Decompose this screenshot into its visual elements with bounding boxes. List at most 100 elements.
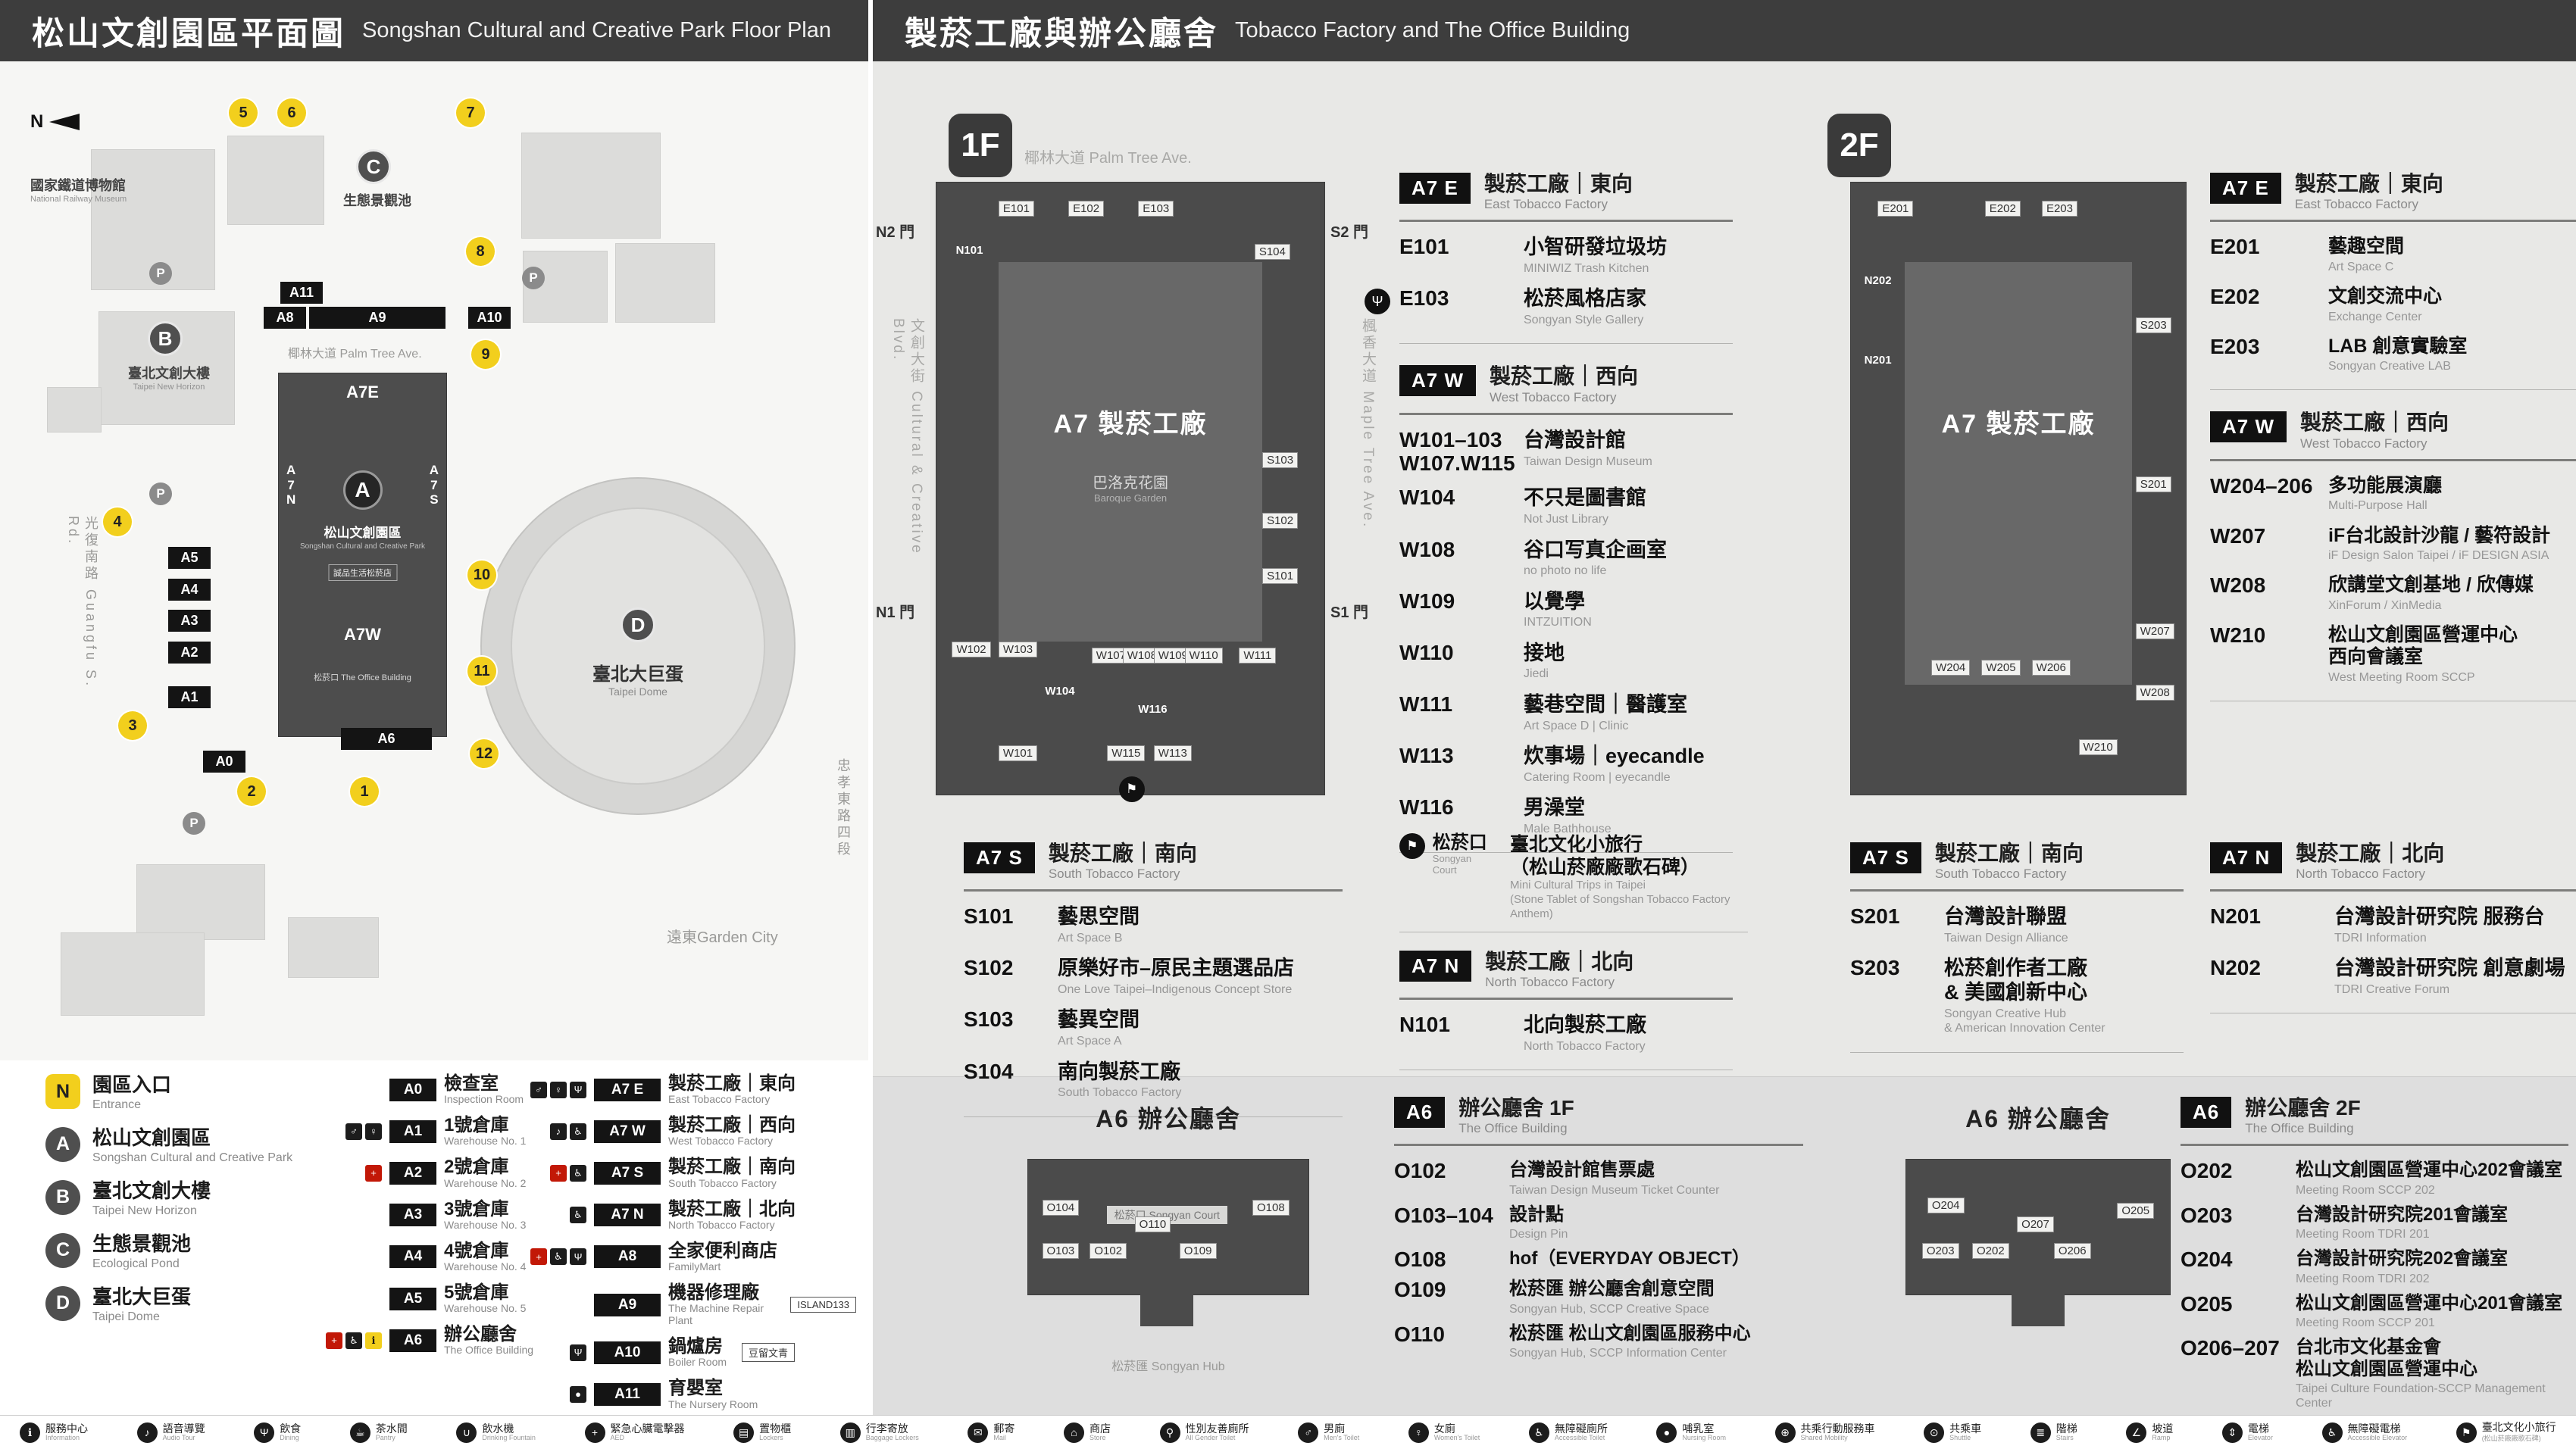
room-code: E203: [2210, 334, 2260, 358]
room-code: O204: [2181, 1248, 2233, 1272]
amenity-label: 性別友善廁所: [1185, 1422, 1249, 1435]
room-row: S104 南向製菸工廠 South Tobacco Factory: [964, 1060, 1343, 1101]
legend-tenant-note: 豆留文青: [742, 1343, 796, 1363]
legend-building-row: A9 機器修理廠 The Machine Repair Plant ISLAND…: [523, 1283, 856, 1326]
map-building-chip: A8: [264, 307, 306, 329]
amenity-mini-icon: +: [530, 1248, 547, 1266]
legend-area-name-en: Entrance: [92, 1098, 142, 1111]
room-row: W113 炊事場｜eyecandle Catering Room | eyeca…: [1399, 744, 1733, 785]
legend-amenity-icons: +♿Ψ: [523, 1248, 586, 1266]
legend-building-name-en: The Machine Repair Plant: [668, 1302, 764, 1327]
a7n-map-label: A 7 N: [286, 463, 296, 507]
amenity-label-en: Ramp: [2152, 1434, 2171, 1442]
park-map: N 國家鐵道博物館 National Railway Museum C 生態景觀…: [0, 61, 868, 1060]
amenity-item: ♂ 男廁 Men's Toilet: [1298, 1422, 1359, 1443]
map-building-chip: A3: [168, 610, 211, 632]
room-row: W116 男澡堂 Male Bathhouse: [1399, 795, 1733, 836]
amenity-label-en: Shuttle: [1949, 1434, 1971, 1442]
right-title-en: Tobacco Factory and The Office Building: [1235, 18, 1630, 42]
amenity-item: ♿ 無障礙廁所 Accessible Toilet: [1528, 1422, 1608, 1443]
legend-area-row: N 園區入口 Entrance: [45, 1074, 303, 1112]
amenity-label: 哺乳室: [1682, 1422, 1715, 1435]
north-arrow-icon: N: [30, 111, 80, 133]
a6-2f-plan-title: A6 辦公廳舍: [1965, 1105, 2111, 1132]
amenity-item: ♀ 女廁 Women's Toilet: [1408, 1422, 1480, 1443]
street-left-label: 文創大街 Cultural & Creative Blvd.: [890, 318, 924, 555]
room-name-en: Taipei Culture Foundation-SCCP Managemen…: [2296, 1382, 2546, 1410]
room-label: W116: [1138, 702, 1168, 716]
legend-building-name-en: Warehouse No. 4: [444, 1260, 527, 1273]
amenity-label-en: Accessible Elevator: [2347, 1434, 2408, 1442]
room-label: S102: [1262, 513, 1299, 529]
legend-amenity-icons: Ψ: [523, 1344, 586, 1361]
legend-area-row: C 生態景觀池 Ecological Pond: [45, 1233, 303, 1271]
room-name: 原樂好市–原民主題選品店: [1058, 957, 1295, 980]
legend-building-name: 全家便利商店: [668, 1240, 777, 1261]
legend-amenity-icons: ♂♀Ψ: [523, 1081, 586, 1098]
legend-building-chip: A6: [389, 1329, 436, 1352]
amenity-mini-icon: +: [326, 1332, 342, 1349]
parking-icon: P: [149, 482, 172, 505]
map-building-chip: A6: [341, 728, 432, 750]
room-code: W108: [1399, 537, 1455, 561]
entrance-number: 11: [467, 657, 496, 685]
amenity-label-en: Nursing Room: [1682, 1434, 1726, 1442]
entrance-number: 5: [229, 98, 258, 127]
legend-area-row: B 臺北文創大樓 Taipei New Horizon: [45, 1180, 303, 1218]
amenity-mini-icon: +: [365, 1164, 382, 1182]
north-label: N: [30, 111, 44, 132]
amenity-icon: ▥: [839, 1422, 861, 1443]
baroque-garden-label: 巴洛克花園 Baroque Garden: [1093, 474, 1168, 504]
room-label: E202: [1984, 201, 2021, 217]
room-name: 不只是圖書館: [1524, 486, 1646, 510]
room-name: 多功能展演廳: [2328, 474, 2443, 496]
room-name: 文創交流中心: [2328, 286, 2443, 308]
entrance-number: 10: [467, 561, 496, 589]
parking-icon: P: [149, 262, 172, 285]
room-name-en: Meeting Room SCCP 201: [2296, 1316, 2435, 1330]
room-name-en: Taiwan Design Alliance: [1944, 932, 2068, 945]
room-label: W205: [1981, 660, 2021, 676]
entrance-number: 7: [456, 98, 485, 127]
gate-s2-label: S2 門: [1330, 224, 1369, 241]
section-chip: A7 W: [1399, 365, 1476, 397]
songyan-hub-label: 松菸匯 Songyan Hub: [1111, 1360, 1225, 1373]
room-row: E203 LAB 創意實驗室 Songyan Creative LAB: [2210, 334, 2576, 374]
room-name-en: Meeting Room SCCP 202: [2296, 1183, 2435, 1197]
amenity-icon: ⊙: [1924, 1422, 1945, 1443]
section-a7s-2f: A7 S 製菸工廠｜南向 South Tobacco Factory S201 …: [1850, 842, 2184, 1053]
room-name-en: Design Pin: [1509, 1228, 1568, 1241]
amenity-icon: ♀: [1408, 1422, 1429, 1443]
legend-area-badge: N: [45, 1074, 80, 1109]
legend-building-chip: A7 E: [594, 1078, 661, 1101]
legend-buildings-column-1: A0 檢查室 Inspection Room ♂♀ A1 1號倉庫 Wareho…: [318, 1074, 546, 1366]
room-row: S203 松菸創作者工廠 & 美國創新中心 Songyan Creative H…: [1850, 957, 2184, 1035]
section-a7n-2f: A7 N 製菸工廠｜北向 North Tobacco Factory N201 …: [2210, 842, 2576, 1014]
park-name-label: 松山文創園區 Songshan Cultural and Creative Pa…: [299, 526, 426, 551]
amenity-label: 服務中心: [45, 1422, 88, 1435]
room-name: 谷口写真企画室: [1524, 538, 1667, 561]
legend-building-name-en: FamilyMart: [668, 1260, 721, 1273]
marker-d: D: [621, 607, 655, 642]
room-name-en: Art Space D | Clinic: [1524, 719, 1629, 732]
room-name-en: North Tobacco Factory: [1524, 1040, 1646, 1054]
map-block: [615, 243, 715, 323]
gate-s1-label: S1 門: [1330, 604, 1369, 621]
room-name-en: Male Bathhouse: [1524, 822, 1612, 835]
amenity-item: ● 哺乳室 Nursing Room: [1656, 1422, 1726, 1443]
room-name: 台北市文化基金會 松山文創園區營運中心: [2296, 1337, 2478, 1379]
room-name: 松菸匯 松山文創園區服務中心: [1509, 1323, 1751, 1344]
map-block: [288, 917, 379, 978]
amenity-label: 坡道: [2152, 1422, 2174, 1435]
railway-museum-label: 國家鐵道博物館 National Railway Museum: [30, 178, 127, 204]
room-name-en: Not Just Library: [1524, 513, 1609, 526]
room-row: O108 hof（EVERYDAY OBJECT）: [1394, 1248, 1803, 1272]
legend-building-row: ♿ A7 N 製菸工廠｜北向 North Tobacco Factory: [523, 1199, 856, 1231]
room-label: E102: [1068, 201, 1105, 217]
map-building-chip: A0: [203, 751, 245, 773]
room-name-en: Exchange Center: [2328, 310, 2422, 323]
room-row: O102 台灣設計館售票處 Taiwan Design Museum Ticke…: [1394, 1160, 1803, 1198]
amenity-item: ⚲ 性別友善廁所 All Gender Toilet: [1159, 1422, 1249, 1443]
left-title-zh: 松山文創園區平面圖: [32, 15, 345, 52]
room-label: S101: [1262, 568, 1299, 585]
